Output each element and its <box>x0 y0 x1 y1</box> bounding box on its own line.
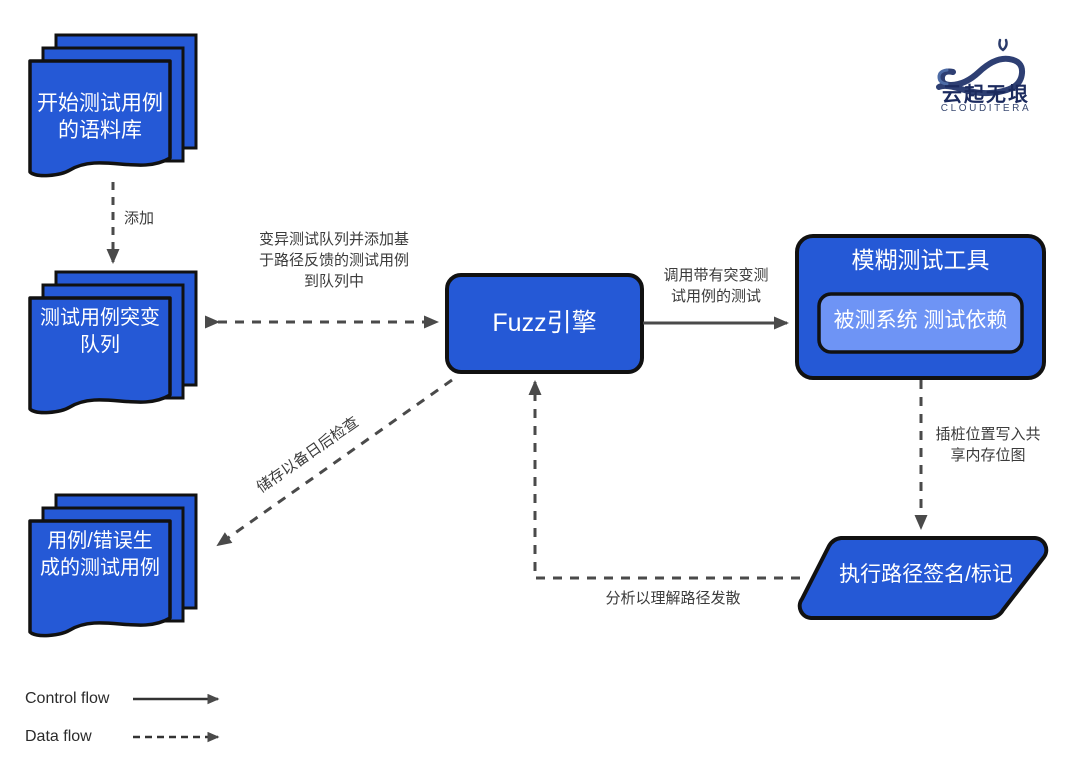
node-seed-corpus[interactable] <box>28 33 198 178</box>
logo-chinese-name: 云起无垠 <box>942 84 1030 106</box>
node-path-signature[interactable] <box>797 536 1049 620</box>
edge-label-instrumentation: 插桩位置写入共 享内存位图 <box>935 426 1041 464</box>
legend-item-control-flow: Control flow <box>25 690 110 707</box>
edge-label-invoke-test: 调用带有突变测 试用例的测试 <box>663 267 769 305</box>
edge-label-analyze-paths: 分析以理解路径发散 <box>605 590 741 607</box>
legend-item-data-flow: Data flow <box>25 728 92 745</box>
edge-path-to-engine <box>528 380 800 580</box>
node-fuzz-engine[interactable] <box>445 273 644 374</box>
infinity-ribbon-icon <box>936 38 1026 97</box>
edge-label-add: 添加 <box>124 210 155 227</box>
edge-label-mutate-queue: 变异测试队列并添加基 于路径反馈的测试用例 到队列中 <box>258 231 409 290</box>
node-sut-inner[interactable] <box>817 292 1024 354</box>
edge-engine-to-crash <box>216 378 453 547</box>
logo-english-name: CLOUDITERA <box>940 103 1032 114</box>
node-mutation-queue[interactable] <box>28 270 198 415</box>
node-crash-cases[interactable] <box>28 493 198 638</box>
